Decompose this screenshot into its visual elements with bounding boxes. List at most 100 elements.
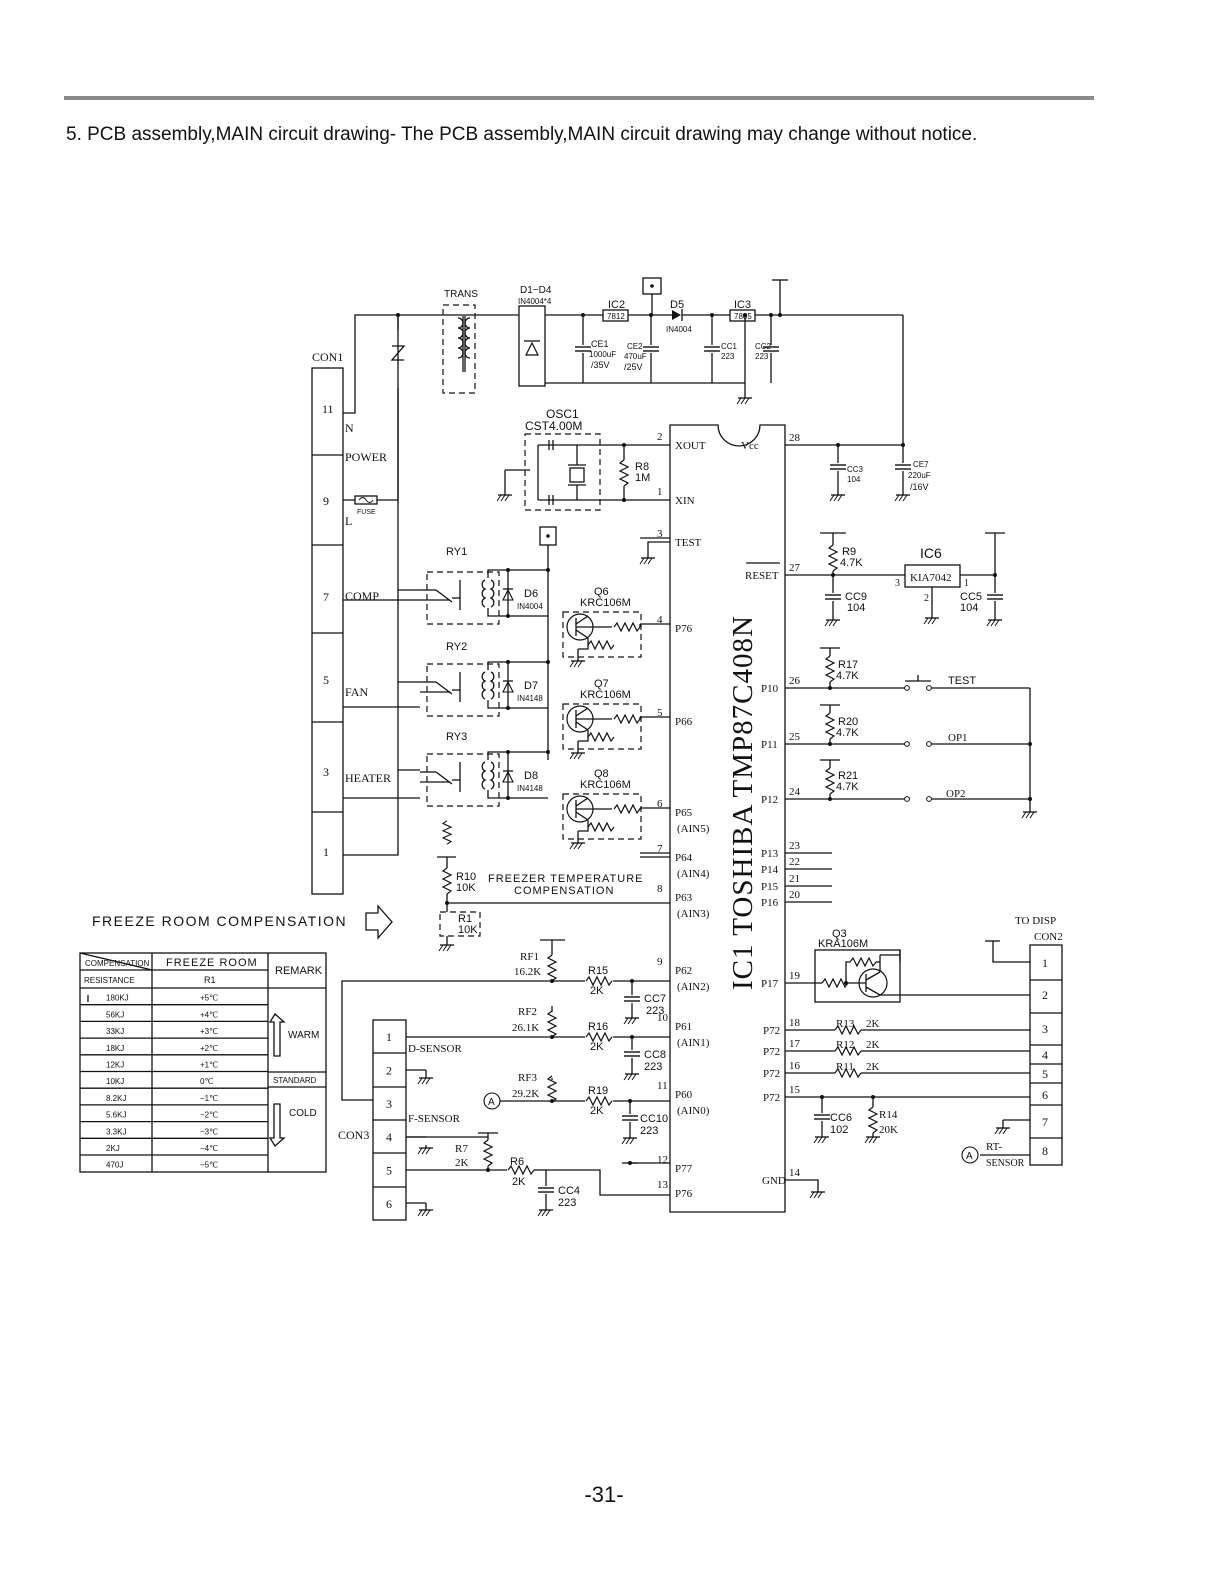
ic1-pin-p62: P62: [675, 965, 692, 977]
freeze-room-table: FREEZE ROOM COMPENSATION COMPENSATION RE…: [79, 904, 393, 1173]
label-r13-val: 2K: [866, 1018, 880, 1030]
label-q3: Q3: [832, 928, 847, 940]
label-ce2-val1: 470uF: [624, 352, 647, 361]
label-cc8-val: 223: [644, 1061, 662, 1073]
label-r14: R14: [879, 1109, 898, 1121]
label-rt: RT-: [986, 1141, 1002, 1153]
label-op1: OP1: [948, 732, 968, 744]
label-q8: Q8: [594, 768, 609, 780]
label-rf2-val: 26.1K: [512, 1022, 539, 1034]
label-con2: CON2: [1034, 931, 1063, 943]
label-compensation: COMPENSATION: [514, 885, 614, 897]
ic1-pin-ain2: (AIN2): [677, 981, 710, 993]
label-r17: R17: [838, 659, 858, 671]
con1-pin-3: 3: [323, 765, 329, 779]
con2-pin-8: 8: [1042, 1144, 1048, 1158]
label-r7: R7: [455, 1143, 468, 1155]
label-cc9-val: 104: [847, 602, 865, 614]
ic1-pin-ain0: (AIN0): [677, 1105, 710, 1117]
ic1-pin-ain1: (AIN1): [677, 1037, 710, 1049]
ic1-pin-p17: P17: [761, 978, 779, 990]
ic1-pinnum-3: 3: [657, 528, 663, 540]
ic1-pin-p76b: P76: [675, 1188, 693, 1200]
label-d7: D7: [524, 680, 538, 692]
label-r12-val: 2K: [866, 1039, 880, 1051]
ic1-pinnum-18: 18: [789, 1017, 801, 1029]
label-ry2: RY2: [446, 641, 467, 653]
label-cc2-val: 223: [755, 352, 769, 361]
label-cc10-val: 223: [640, 1125, 658, 1137]
label-r15: R15: [588, 965, 608, 977]
ic1-pin-p76a: P76: [675, 623, 693, 635]
label-freeze-room-compensation: FREEZE ROOM COMPENSATION: [92, 913, 347, 929]
label-r11-val: 2K: [866, 1061, 880, 1073]
label-ic3-part: 7805: [734, 312, 752, 321]
unused-pins: [785, 852, 832, 903]
ic1-pin-p12: P12: [761, 794, 778, 806]
ic1-pinnum-26: 26: [789, 675, 801, 687]
con1-label-heater: HEATER: [345, 771, 391, 785]
label-cc1: CC1: [721, 342, 738, 351]
label-cc10: CC10: [640, 1113, 668, 1125]
ic1-pinnum-19: 19: [789, 970, 801, 982]
label-ry3: RY3: [446, 731, 467, 743]
ic1-pinnum-12: 12: [657, 1154, 668, 1166]
label-r6: R6: [510, 1156, 524, 1168]
con1-label-power: POWER: [345, 450, 387, 464]
ic1-pin-p15: P15: [761, 881, 779, 893]
label-freezer-temp: FREEZER TEMPERATURE: [488, 873, 644, 885]
page-heading: 5. PCB assembly,MAIN circuit drawing- Th…: [66, 124, 978, 145]
label-r8-val: 1M: [635, 472, 650, 484]
label-r12: R12: [836, 1039, 854, 1051]
option-switches: TEST OP1 OP2 R17 4.7K R20 4.7K R21 4.7K: [785, 659, 1038, 819]
con3-pin-3: 3: [386, 1097, 392, 1111]
con3-pin-5: 5: [386, 1164, 392, 1178]
label-cc3: CC3: [847, 465, 864, 474]
label-ce1-val1: 1000uF: [589, 350, 616, 359]
ic1-pin-p11: P11: [761, 739, 778, 751]
label-ic6: IC6: [920, 545, 942, 561]
con1-pin-1: 1: [323, 845, 329, 859]
ic1-pin-p64: P64: [675, 852, 693, 864]
arrow-right-icon: [365, 904, 393, 940]
label-cc4: CC4: [558, 1185, 580, 1197]
label-ic6-pin1: 1: [964, 578, 969, 589]
ic1-pinnum-9: 9: [657, 956, 663, 968]
con1-label-l: L: [345, 514, 352, 528]
table-row-temp: −1℃: [200, 1094, 218, 1103]
q3-transistor: [814, 949, 901, 1003]
label-standard: STANDARD: [273, 1076, 317, 1085]
ic1-pinnum-21: 21: [789, 873, 800, 885]
compensation-section: R10 10K FREEZER TEMPERATURE COMPENSATION…: [437, 820, 670, 952]
label-r14-val: 20K: [879, 1124, 898, 1136]
ground-pin: [785, 1179, 826, 1199]
con1-label-n: N: [345, 421, 354, 435]
ic1-pinnum-4: 4: [657, 614, 663, 626]
con2-pin-3: 3: [1042, 1022, 1048, 1036]
ic1-pin-p13: P13: [761, 848, 779, 860]
label-r9-val: 4.7K: [840, 557, 863, 569]
label-d6-part: IN4004: [517, 602, 543, 611]
ic1-pinnum-2: 2: [657, 431, 663, 443]
label-cc4-val: 223: [558, 1197, 576, 1209]
ic1-pin-xin: XIN: [675, 495, 695, 507]
label-rf1: RF1: [520, 951, 539, 963]
reset-section: R9 4.7K IC6 KIA7042 3 2 1 CC9 104 CC5 10…: [785, 532, 1005, 627]
ic1-pinnum-13: 13: [657, 1179, 669, 1191]
table-row-temp: −4℃: [200, 1144, 218, 1153]
ic1-pin-p72-17: P72: [763, 1046, 780, 1058]
ic1-pin-p72-18: P72: [763, 1025, 780, 1037]
table-row-resistance: 2KJ: [106, 1144, 120, 1153]
table-row-resistance: 470J: [106, 1161, 123, 1170]
label-cc3-val: 104: [847, 475, 861, 484]
table-row-resistance: 56KJ: [106, 1010, 124, 1019]
label-ic2-part: 7812: [607, 312, 625, 321]
node-a-right: A: [966, 1151, 973, 1162]
table-row-resistance: 8.2KJ: [106, 1094, 126, 1103]
con2-pin-6: 6: [1042, 1088, 1048, 1102]
label-cc8: CC8: [644, 1049, 666, 1061]
label-cc6: CC6: [830, 1112, 852, 1124]
label-r20-val: 4.7K: [836, 727, 859, 739]
label-d1-d4: D1~D4: [520, 285, 552, 296]
con3-pin-6: 6: [386, 1197, 392, 1211]
